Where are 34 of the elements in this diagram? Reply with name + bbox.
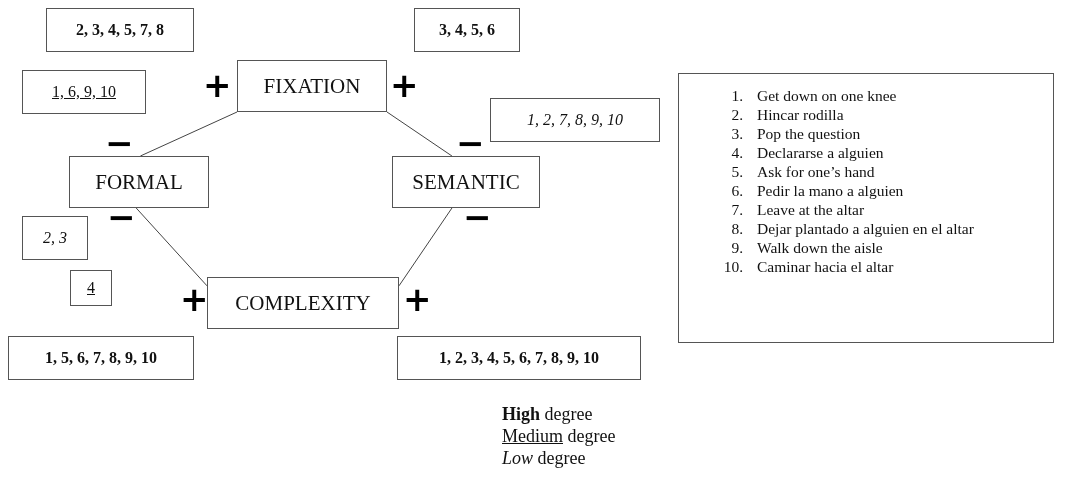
connector-line: [398, 207, 453, 287]
list-item: 1. Get down on one knee: [730, 86, 898, 105]
concept-box: FIXATION: [237, 60, 387, 112]
list-item: 9. Walk down the aisle: [730, 238, 884, 257]
number-list: 4: [70, 270, 112, 306]
list-item: 10. Caminar hacia el altar: [722, 257, 895, 276]
number-list: 1, 5, 6, 7, 8, 9, 10: [8, 336, 194, 380]
list-item: 3. Pop the question: [730, 124, 862, 143]
sign-symbol: +: [403, 282, 432, 316]
number-list: 2, 3, 4, 5, 7, 8: [46, 8, 194, 52]
concept-box: FORMAL: [69, 156, 209, 208]
sign-symbol: +: [390, 68, 419, 102]
number-list: 2, 3: [22, 216, 88, 260]
connector-line: [139, 111, 238, 157]
expression-list: [678, 73, 1054, 343]
sign-symbol: +: [180, 282, 209, 316]
list-item: 4. Declararse a alguien: [730, 143, 885, 162]
list-item: 7. Leave at the altar: [730, 200, 866, 219]
legend-text: High degree: [502, 403, 593, 425]
concept-box: SEMANTIC: [392, 156, 540, 208]
connector-line: [135, 207, 208, 287]
number-list: 1, 2, 7, 8, 9, 10: [490, 98, 660, 142]
legend-text: Low degree: [502, 447, 586, 469]
list-item: 6. Pedir la mano a alguien: [730, 181, 905, 200]
connector-line: [386, 111, 453, 157]
number-list: 1, 2, 3, 4, 5, 6, 7, 8, 9, 10: [397, 336, 641, 380]
number-list: 1, 6, 9, 10: [22, 70, 146, 114]
list-item: 5. Ask for one’s hand: [730, 162, 876, 181]
number-list: 3, 4, 5, 6: [414, 8, 520, 52]
list-item: 2. Hincar rodilla: [730, 105, 845, 124]
list-item: 8. Dejar plantado a alguien en el altar: [730, 219, 974, 238]
sign-symbol: +: [203, 68, 232, 102]
legend-text: Medium degree: [502, 425, 616, 447]
concept-box: COMPLEXITY: [207, 277, 399, 329]
